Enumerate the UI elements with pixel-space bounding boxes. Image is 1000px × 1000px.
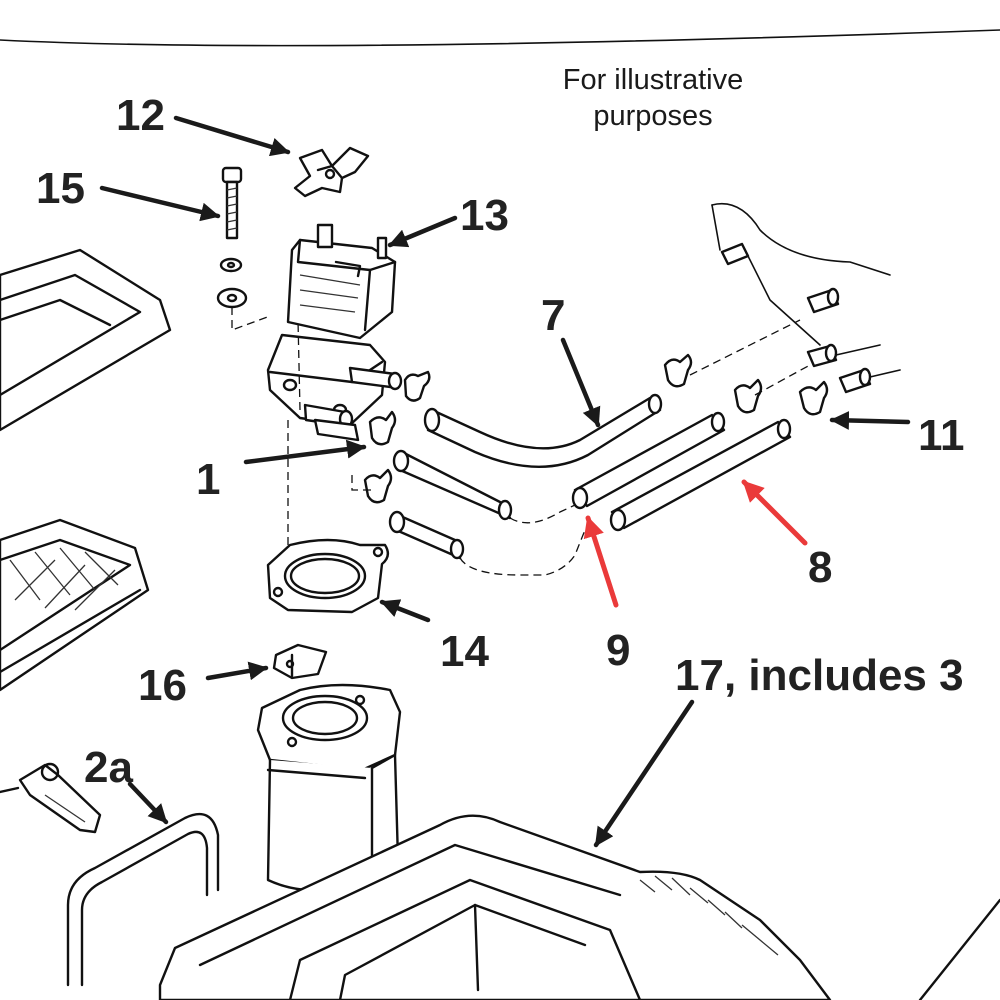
arrow-1 bbox=[243, 439, 367, 465]
arrow-7 bbox=[560, 337, 601, 428]
fan-grille-component bbox=[0, 518, 150, 692]
gasket-14 bbox=[266, 538, 390, 614]
callout-label-8: 8 bbox=[808, 543, 832, 592]
reservoir-tank bbox=[256, 683, 402, 892]
routing-lines bbox=[351, 319, 811, 576]
hose-8 bbox=[609, 418, 792, 532]
screw-part bbox=[216, 166, 271, 331]
callout-label-13: 13 bbox=[460, 191, 509, 240]
callout-label-14: 14 bbox=[440, 627, 489, 676]
fan-blade-part bbox=[293, 146, 370, 198]
right-fittings bbox=[711, 203, 901, 394]
arrow-17 bbox=[593, 699, 695, 848]
callout-label-2a: 2a bbox=[84, 743, 133, 792]
wire-bracket bbox=[0, 762, 102, 834]
callout-label-15: 15 bbox=[36, 164, 85, 213]
left-tray bbox=[0, 248, 172, 432]
pump-motor-part bbox=[266, 223, 403, 560]
arrow-2a bbox=[127, 781, 169, 825]
rod-2a bbox=[66, 812, 220, 987]
hose-short-upper bbox=[392, 449, 513, 521]
callout-arrows bbox=[99, 115, 911, 848]
hose-short-lower bbox=[388, 510, 465, 560]
red-arrow-9 bbox=[583, 515, 619, 608]
arrow-12 bbox=[173, 115, 291, 157]
callout-label-12: 12 bbox=[116, 91, 165, 140]
arrow-15 bbox=[99, 185, 221, 222]
arrow-14 bbox=[379, 599, 431, 623]
base-housing-17 bbox=[158, 814, 1000, 1000]
callout-label-7: 7 bbox=[541, 291, 565, 340]
illustrative-note-line1: For illustrative bbox=[563, 64, 744, 96]
red-arrow-8 bbox=[741, 479, 808, 546]
highlight-arrows bbox=[583, 479, 808, 608]
hose-9 bbox=[571, 411, 726, 510]
page-edge-line bbox=[0, 29, 1000, 47]
callout-label-1: 1 bbox=[196, 455, 220, 504]
hose-7 bbox=[423, 393, 663, 468]
callout-label-11: 11 bbox=[918, 411, 965, 460]
callout-label-9: 9 bbox=[606, 626, 630, 675]
illustrative-note-line2: purposes bbox=[593, 100, 712, 132]
callout-label-16: 16 bbox=[138, 661, 187, 710]
hose-clamps bbox=[363, 353, 829, 504]
callout-label-17: 17, includes 3 bbox=[675, 651, 964, 700]
arrow-11 bbox=[829, 411, 911, 430]
arrow-13 bbox=[387, 215, 458, 248]
clip-16 bbox=[272, 643, 328, 680]
arrow-16 bbox=[205, 661, 269, 681]
